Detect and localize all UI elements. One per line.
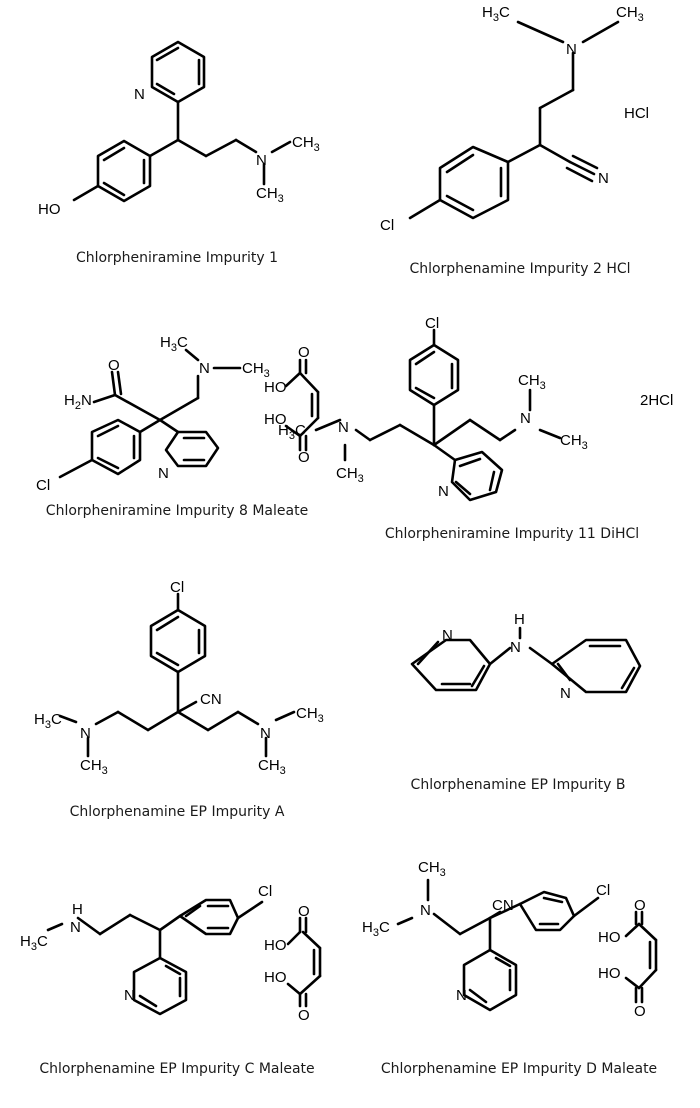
compound-4-pyridine-n: N [438, 483, 449, 500]
compound-7-chlorine: Cl [258, 883, 272, 900]
compound-4-dihcl-salt: 2HCl [640, 392, 673, 409]
compound-impurity-8-maleate: H3C N CH3 O H2N Cl N O HO HO O Chlorphen… [36, 334, 320, 519]
compound-3-methyl-left: H3C [160, 334, 188, 354]
compound-5-amine-n-left: N [80, 725, 91, 742]
compound-8-bonds [396, 878, 658, 1012]
compound-4-methyl-right: CH3 [560, 432, 588, 452]
compound-6-caption: Chlorphenamine EP Impurity B [411, 777, 626, 793]
compound-7-acid-o-top: O [298, 903, 310, 920]
compound-7-amine-n: N [70, 919, 81, 936]
compound-4-amine-n-right: N [520, 410, 531, 427]
compound-7-bonds [46, 898, 322, 1016]
compound-4-caption: Chlorpheniramine Impurity 11 DiHCl [385, 526, 639, 542]
compound-3-amine-n: N [199, 360, 210, 377]
compound-1-caption: Chlorpheniramine Impurity 1 [76, 250, 278, 266]
compound-6-bonds [410, 626, 642, 694]
compound-8-pyridine-n: N [456, 987, 467, 1004]
compound-8-methyl-left: H3C [362, 919, 390, 939]
compound-5-amine-n-right: N [260, 725, 271, 742]
compound-5-methyl-left: H3C [34, 711, 62, 731]
compound-2-nitrile-n: N [598, 170, 609, 187]
compound-3-amide-o: O [108, 357, 120, 374]
compound-7-caption: Chlorphenamine EP Impurity C Maleate [39, 1061, 314, 1077]
compound-2-bonds [408, 20, 620, 220]
compound-3-acid-o-top: O [298, 344, 310, 361]
compound-7-amine-h: H [72, 901, 83, 918]
compound-5-chlorine: Cl [170, 579, 184, 596]
compound-2-hcl-salt: HCl [624, 105, 649, 122]
compound-1-methyl-top: CH3 [292, 134, 320, 154]
compound-2-methyl-right: CH3 [616, 4, 644, 24]
compound-1-pyridine-n: N [134, 86, 145, 103]
compound-8-acid-oh-top: HO [598, 929, 621, 946]
compound-8-chlorine: Cl [596, 882, 610, 899]
compound-ep-impurity-c-maleate: Cl H N H3C N O HO HO O Chlorphenamine EP… [20, 883, 322, 1077]
compound-impurity-2-hcl: H3C N CH3 HCl Cl N Chlorphenamine Impuri… [380, 4, 649, 277]
compound-5-methyl-right: CH3 [296, 705, 324, 725]
compound-2-caption: Chlorphenamine Impurity 2 HCl [409, 261, 630, 277]
compound-4-methyl-top: CH3 [518, 372, 546, 392]
compound-5-bonds [58, 592, 296, 758]
compound-3-chlorine: Cl [36, 477, 50, 494]
compound-6-amine-n: N [510, 639, 521, 656]
compound-8-acid-oh-bottom: HO [598, 965, 621, 982]
compound-ep-impurity-d-maleate: CH3 N H3C CN Cl N O HO HO O Chlorphenami… [362, 859, 658, 1077]
compound-3-acid-oh-top: HO [264, 379, 287, 396]
compound-3-amide-nh2: H2N [64, 392, 92, 412]
compound-3-acid-o-bottom: O [298, 449, 310, 466]
compound-3-methyl-right: CH3 [242, 360, 270, 380]
compound-6-pyridine-n-left: N [442, 627, 453, 644]
compound-5-nitrile: CN [200, 691, 222, 708]
compound-8-acid-o-bottom: O [634, 1003, 646, 1020]
compound-5-caption: Chlorphenamine EP Impurity A [70, 804, 285, 820]
compound-1-bonds [72, 40, 292, 203]
compound-7-methyl: H3C [20, 933, 48, 953]
compound-4-methyl-bottom: CH3 [336, 465, 364, 485]
compound-3-pyridine-n: N [158, 465, 169, 482]
compound-impurity-1: N HO N CH3 CH3 Chlorpheniramine Impurity… [38, 40, 320, 266]
compound-4-amine-n-left: N [338, 419, 349, 436]
compound-3-acid-oh-bottom: HO [264, 411, 287, 428]
compound-8-nitrile: CN [492, 897, 514, 914]
compound-impurity-11-dihcl: Cl CH3 N CH3 2HCl H3C N CH3 N Chlorpheni… [278, 315, 673, 542]
compound-8-amine-n: N [420, 902, 431, 919]
compound-2-chlorine: Cl [380, 217, 394, 234]
compound-2-methyl-left: H3C [482, 4, 510, 24]
compound-4-chlorine: Cl [425, 315, 439, 332]
compound-1-methyl-bottom: CH3 [256, 185, 284, 205]
compound-7-acid-oh-bottom: HO [264, 969, 287, 986]
compound-3-bonds [58, 348, 320, 479]
compound-5-methyl-bottom-left: CH3 [80, 757, 108, 777]
compound-ep-impurity-a: Cl CN H3C N CH3 N CH3 CH3 Chlorphenamine… [34, 579, 324, 820]
compound-7-pyridine-n: N [124, 987, 135, 1004]
compound-7-acid-oh-top: HO [264, 937, 287, 954]
compound-4-methyl-left: H3C [278, 422, 306, 442]
compound-2-amine-n: N [566, 41, 577, 58]
compound-8-caption: Chlorphenamine EP Impurity D Maleate [381, 1061, 657, 1077]
compound-8-acid-o-top: O [634, 897, 646, 914]
compound-6-amine-h: H [514, 611, 525, 628]
compound-ep-impurity-b: H N N N Chlorphenamine EP Impurity B [410, 611, 642, 793]
compound-7-acid-o-bottom: O [298, 1007, 310, 1024]
compound-1-amine-n: N [256, 152, 267, 169]
compound-5-methyl-bottom-right: CH3 [258, 757, 286, 777]
compound-4-bonds [314, 328, 562, 502]
compound-6-pyridine-n-right: N [560, 685, 571, 702]
compound-1-hydroxyl: HO [38, 201, 61, 218]
compound-3-caption: Chlorpheniramine Impurity 8 Maleate [46, 503, 308, 519]
compound-8-methyl-top: CH3 [418, 859, 446, 879]
